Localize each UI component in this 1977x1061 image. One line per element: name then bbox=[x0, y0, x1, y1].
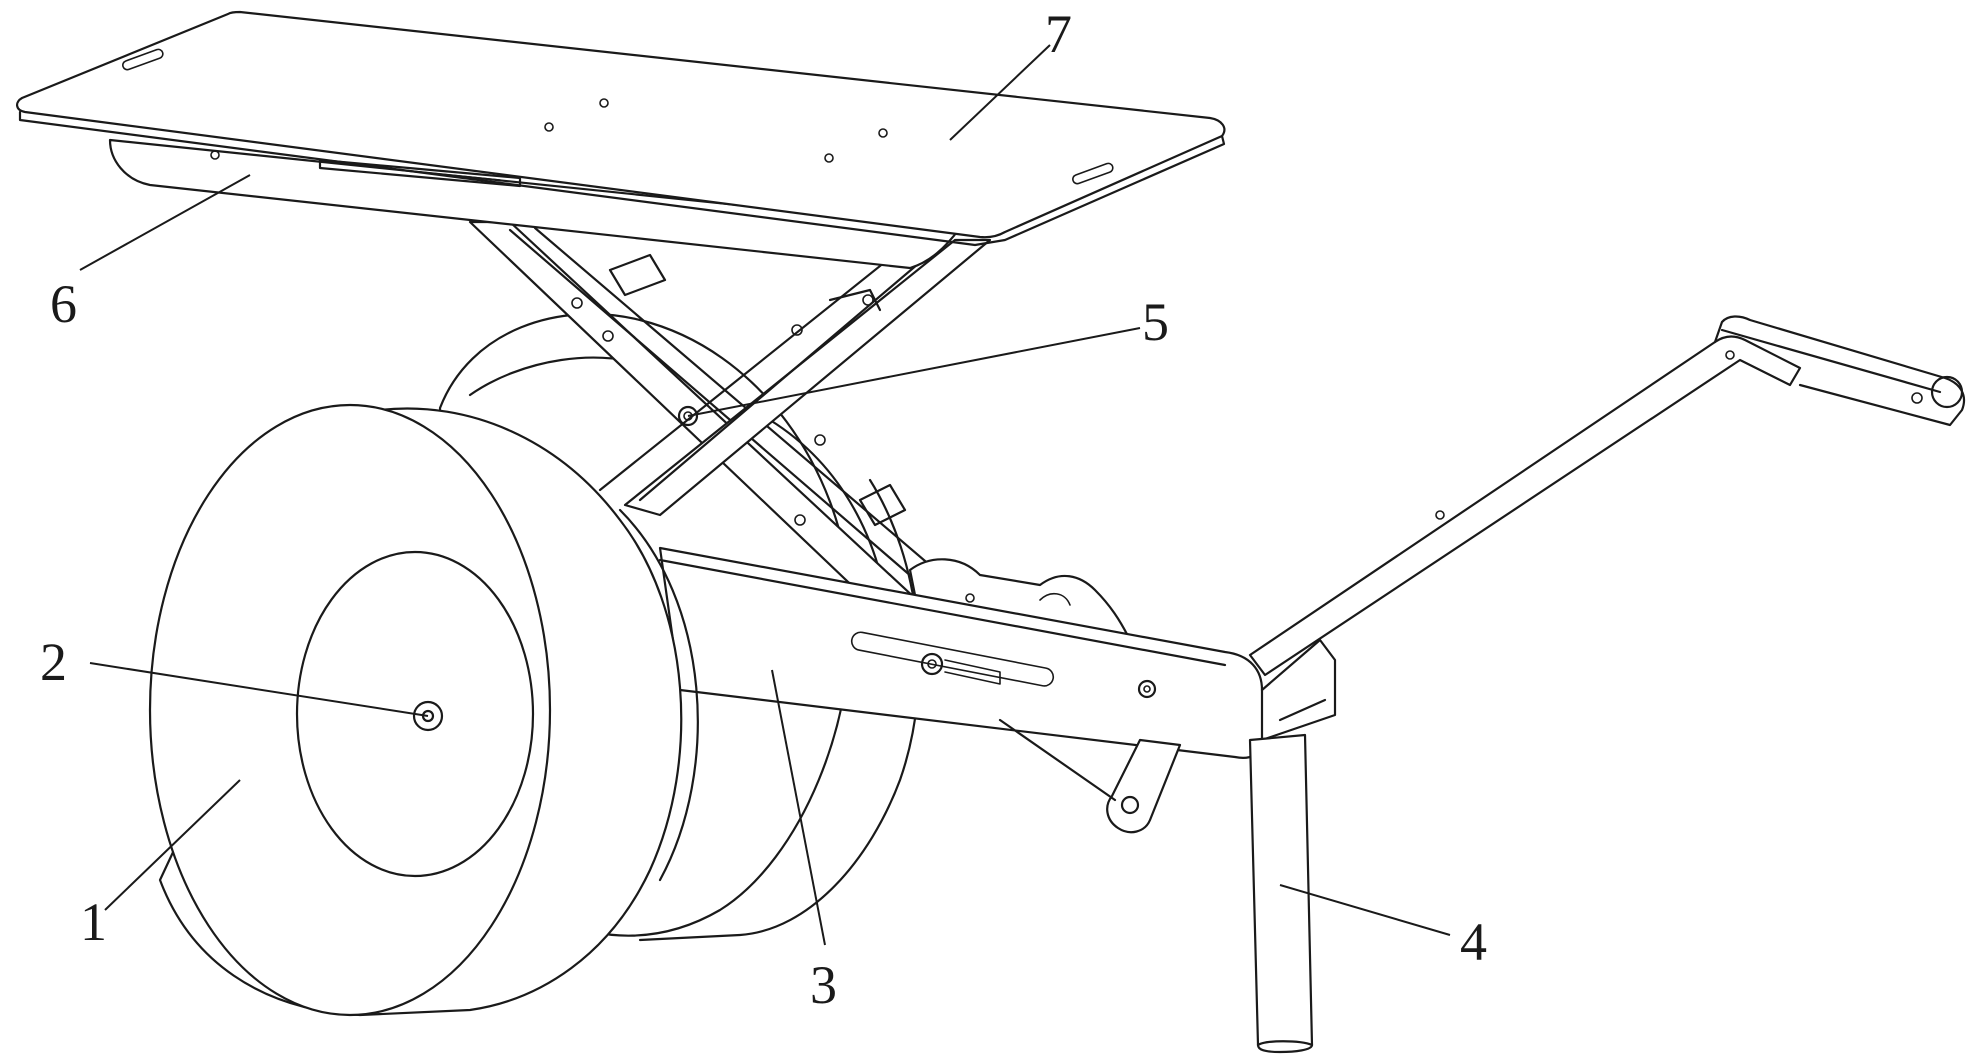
support-leg bbox=[1248, 733, 1314, 1054]
label-1: 1 bbox=[80, 892, 107, 952]
leader-lines bbox=[79, 44, 1451, 946]
label-4: 4 bbox=[1460, 912, 1487, 972]
handle bbox=[1248, 315, 1966, 677]
label-7: 7 bbox=[1045, 4, 1072, 64]
front-wheel bbox=[148, 403, 699, 1017]
label-5: 5 bbox=[1142, 292, 1169, 352]
top-platform bbox=[16, 10, 1226, 247]
label-2: 2 bbox=[40, 632, 67, 692]
part-labels: 1 2 3 4 5 6 7 bbox=[40, 4, 1487, 1015]
frame-beam bbox=[658, 546, 1337, 834]
label-3: 3 bbox=[810, 955, 837, 1015]
label-6: 6 bbox=[50, 274, 77, 334]
